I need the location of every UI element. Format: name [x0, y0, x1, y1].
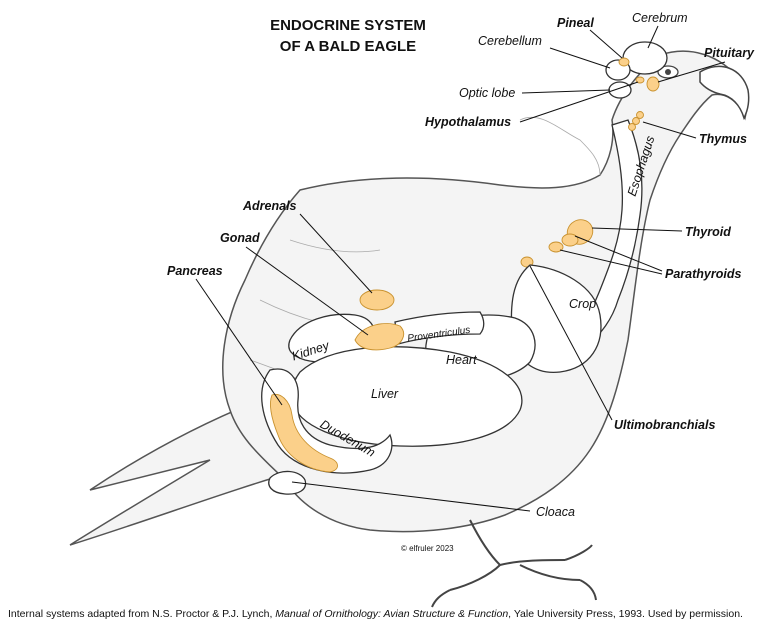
leader-pancreas — [195, 278, 283, 406]
leader-cerebellum — [549, 47, 611, 69]
label-cerebrum: Cerebrum — [632, 11, 688, 25]
leader-thymus — [642, 121, 697, 139]
label-optic-lobe: Optic lobe — [459, 86, 515, 100]
credit-suffix: , Yale University Press, 1993. Used by p… — [508, 608, 743, 620]
label-crop: Crop — [569, 297, 596, 311]
eagle-pupil — [665, 69, 671, 75]
thymus-glands — [628, 111, 644, 131]
leader-adrenals — [299, 213, 373, 294]
eagle-tail — [69, 399, 302, 546]
label-pituitary: Pituitary — [704, 46, 755, 60]
proventriculus-tube — [394, 311, 485, 345]
neck-feather-line — [519, 116, 601, 176]
pancreas-gland — [269, 393, 338, 473]
label-liver: Liver — [371, 387, 399, 401]
leader-cerebrum — [647, 25, 659, 49]
parathyroid-gland-2 — [548, 241, 564, 253]
title-line-1: ENDOCRINE SYSTEM — [270, 17, 426, 34]
label-parathyroids: Parathyroids — [665, 267, 741, 281]
label-hypothalamus: Hypothalamus — [425, 115, 511, 129]
title-line-2: OF A BALD EAGLE — [280, 38, 416, 55]
thymus-lobe — [632, 117, 640, 125]
eagle-talons — [431, 544, 597, 608]
label-ultimobranchials: Ultimobranchials — [614, 418, 715, 432]
label-thyroid: Thyroid — [685, 225, 731, 239]
label-cerebellum: Cerebellum — [478, 34, 542, 48]
leader-ultimobranchials — [529, 265, 613, 421]
credit-prefix: Internal systems adapted from N.S. Proct… — [8, 608, 276, 620]
leader-pituitary — [657, 61, 726, 83]
leader-hypothalamus — [519, 81, 639, 123]
leader-thyroid — [591, 227, 683, 232]
pituitary-gland — [646, 76, 660, 92]
leader-gonad — [245, 246, 369, 336]
cloaca-shape — [268, 470, 307, 495]
gonad-gland — [354, 323, 404, 351]
adrenal-gland — [359, 289, 395, 311]
label-cloaca: Cloaca — [536, 505, 575, 519]
eagle-leg — [449, 519, 581, 591]
label-pancreas: Pancreas — [167, 264, 223, 278]
label-adrenals: Adrenals — [242, 199, 297, 213]
thymus-lobe — [636, 111, 644, 119]
optic-lobe-shape — [608, 81, 632, 99]
leader-lines — [195, 25, 726, 512]
credit-book-title: Manual of Ornithology: Avian Structure &… — [275, 608, 509, 620]
label-heart: Heart — [446, 353, 477, 367]
leader-cloaca — [291, 481, 531, 512]
thymus-lobe — [628, 123, 636, 131]
source-credit: Internal systems adapted from N.S. Proct… — [8, 608, 768, 620]
leader-parathyroids-1 — [574, 235, 663, 272]
label-pineal: Pineal — [557, 16, 594, 30]
parathyroid-gland-1 — [561, 233, 579, 247]
eagle-beak — [699, 65, 750, 121]
pineal-gland — [618, 57, 630, 67]
copyright-notice: © elfruler 2023 — [401, 544, 454, 553]
leader-parathyroids-2 — [559, 249, 663, 275]
hypothalamus-gland — [635, 76, 645, 84]
wing-feather-line-1 — [289, 239, 381, 253]
leader-pineal — [589, 29, 623, 59]
brain-group — [605, 41, 668, 99]
label-thymus: Thymus — [699, 132, 747, 146]
label-gonad: Gonad — [220, 231, 260, 245]
leader-optic-lobe — [521, 89, 611, 94]
